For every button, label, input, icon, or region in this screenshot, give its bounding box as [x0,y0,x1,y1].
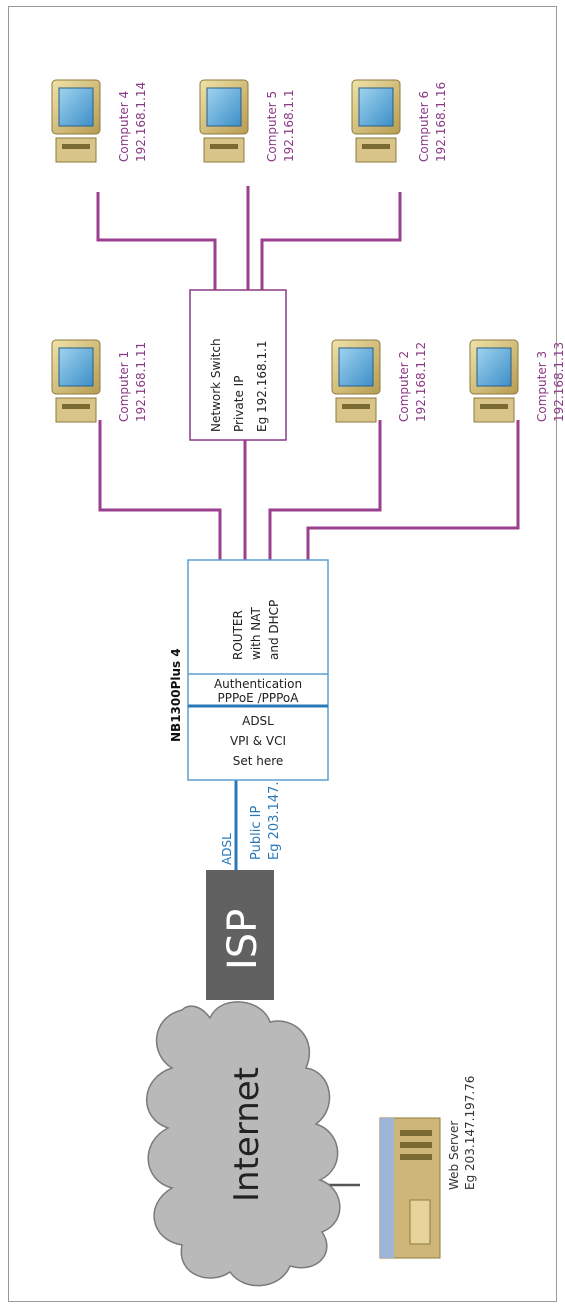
auth-label-line1: Authentication [214,677,302,691]
router-label-line1: ROUTER [231,610,245,660]
computer-ip: 192.168.1.13 [552,342,565,422]
computer-icon [469,339,519,423]
computer-ip: 192.168.1.11 [134,342,148,422]
link-computer-1 [98,420,222,560]
auth-label-line2: PPPoE /PPPoA [218,691,300,705]
computer-ip: 192.168.1.16 [434,82,448,162]
adsl-block-line2: VPI & VCI [230,734,286,748]
link-computer-4 [96,192,217,290]
router-label-line3: and DHCP [267,600,281,660]
link-computer-6 [260,192,402,290]
adsl-link-label: ADSL [220,833,234,865]
computer-icon [51,79,101,163]
web-server: Web Server Eg 203.147.197.76 [379,1076,477,1259]
switch-label-line1: Network Switch [209,338,223,432]
computer-name: Computer 6 [417,91,431,162]
web-server-line2: Eg 203.147.197.76 [463,1076,477,1190]
computer-name: Computer 4 [117,91,131,162]
switch-label-line2: Private IP [232,376,246,432]
isp-box: ISP [206,870,274,1000]
internet-label: Internet [227,1067,267,1202]
computer-icon [199,79,249,163]
computer-ip: 192.168.1.12 [414,342,428,422]
computer-icon [331,339,381,423]
adsl-block-line1: ADSL [242,714,274,728]
public-ip-line1: Public IP [249,806,264,860]
internet-cloud: Internet [145,1001,341,1287]
adsl-block-line3: Set here [233,754,284,768]
computer-ip: 192.168.1.14 [134,82,148,162]
link-computer-3 [306,420,520,560]
computer-icon [351,79,401,163]
link-computer-2 [268,420,382,560]
network-switch: Network Switch Private IP Eg 192.168.1.1 [189,289,287,441]
computer-icon [51,339,101,423]
computer-ip: 192.168.1.1 [282,89,296,162]
computer-name: Computer 2 [397,351,411,422]
device-model-label: NB1300Plus 4 [169,648,183,742]
isp-label: ISP [220,909,266,970]
switch-label-line3: Eg 192.168.1.1 [255,340,269,432]
computer-name: Computer 3 [535,351,549,422]
computer-name: Computer 1 [117,351,131,422]
computer-name: Computer 5 [265,91,279,162]
router-label-line2: with NAT [249,606,263,660]
web-server-line1: Web Server [447,1121,461,1190]
router-device: ROUTER with NAT and DHCP Authentication … [187,559,329,781]
